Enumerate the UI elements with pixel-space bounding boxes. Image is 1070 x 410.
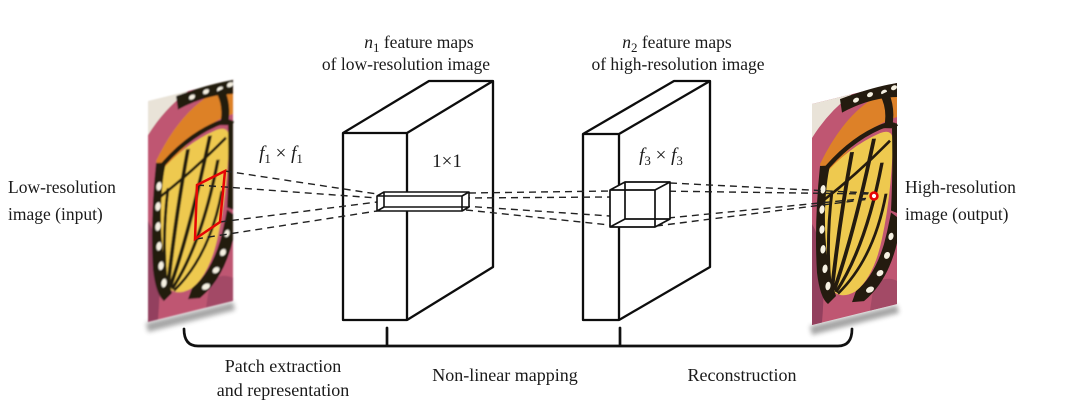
- feature-vector-1x1: [376, 191, 470, 212]
- stage-brace: [182, 326, 854, 348]
- layer1-title: n1 feature maps: [364, 32, 474, 55]
- input-label-line2: image (input): [8, 204, 103, 224]
- input-image-shadow: [146, 302, 235, 332]
- conv-kernel-cube: [609, 181, 671, 228]
- projection-lines: [195, 170, 871, 240]
- output-label-line2: image (output): [905, 204, 1009, 224]
- stage1-label-line2: and representation: [217, 380, 349, 400]
- layer1-title-line2: of low-resolution image: [322, 54, 490, 74]
- input-label-line1: Low-resolution: [8, 177, 116, 197]
- kernel3-label: f3 × f3: [639, 145, 683, 168]
- output-image-shadow: [810, 305, 899, 335]
- output-pixel-marker: [869, 191, 879, 201]
- stage2-label: Non-linear mapping: [432, 365, 577, 385]
- stage3-label: Reconstruction: [688, 365, 797, 385]
- input-patch-outline: [193, 168, 227, 242]
- layer2-title-line2: of high-resolution image: [591, 54, 764, 74]
- input-image: [148, 79, 233, 322]
- vector-size-label: 1×1: [432, 151, 462, 172]
- layer2-title: n2 feature maps: [622, 32, 732, 55]
- output-image: [812, 82, 897, 325]
- stage1-label-line1: Patch extraction: [225, 356, 341, 376]
- output-label-line1: High-resolution: [905, 177, 1016, 197]
- kernel1-label: f1 × f1: [259, 143, 303, 166]
